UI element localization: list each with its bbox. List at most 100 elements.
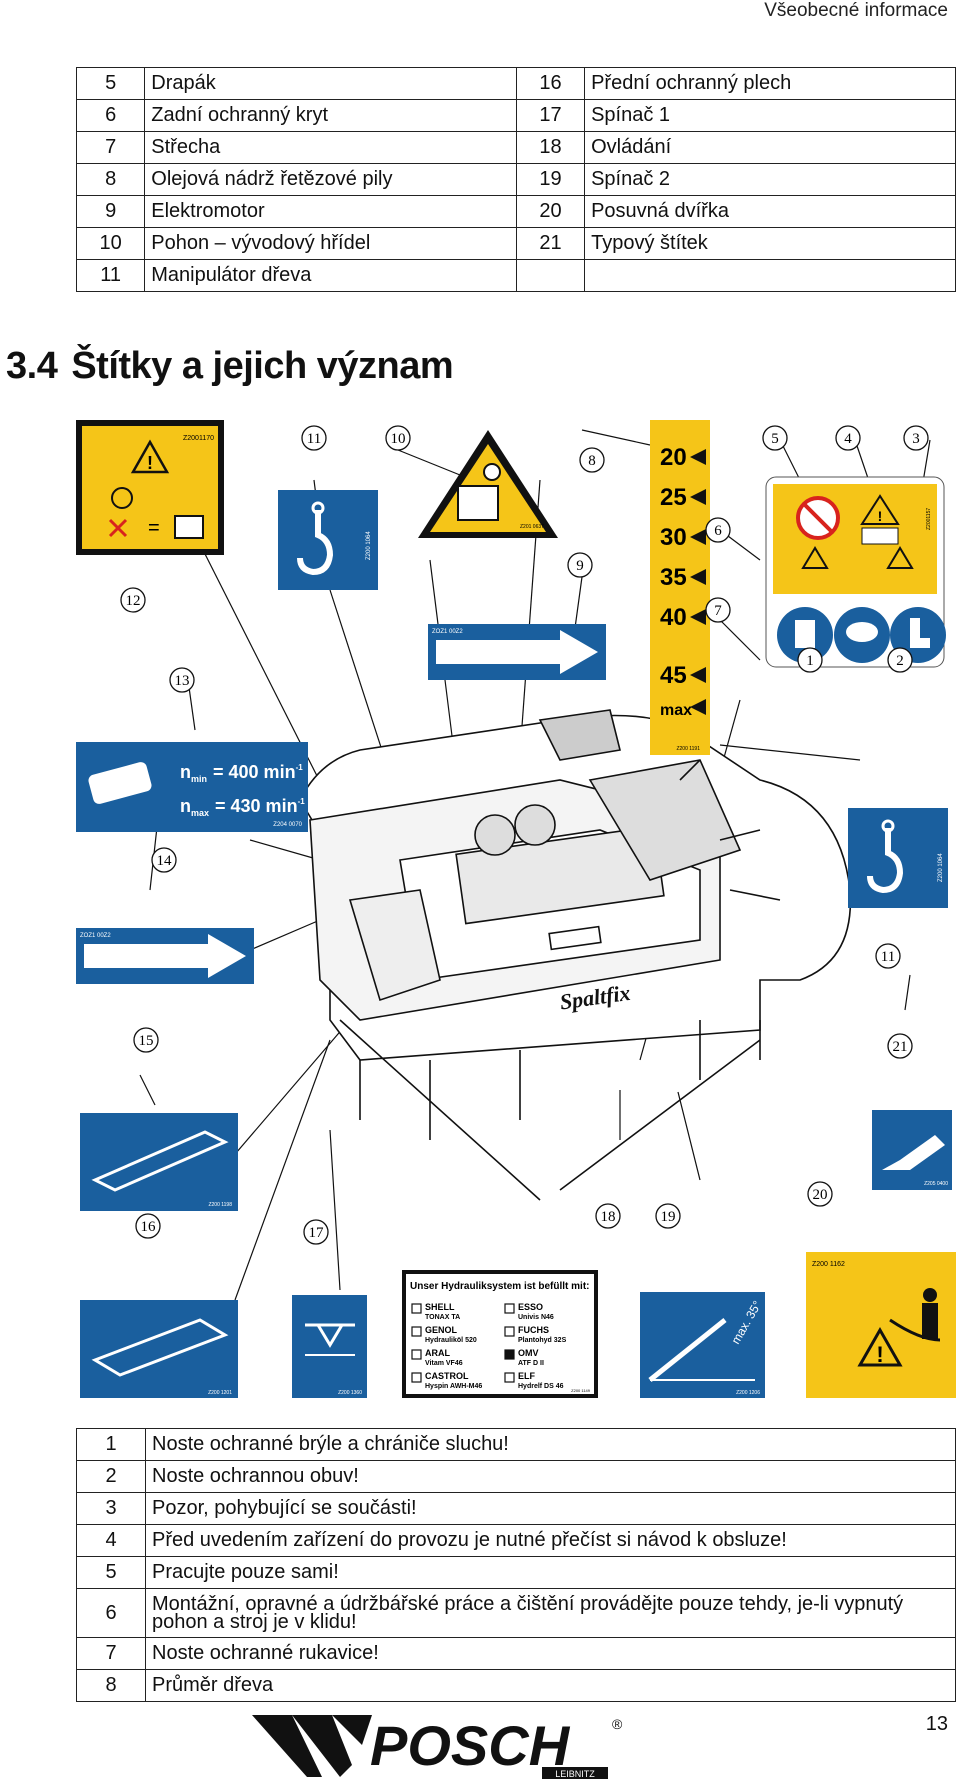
callout-number: 1 [806,653,814,669]
callout-number: 4 [844,431,852,447]
callout-circle [303,1219,329,1245]
callout-number: 16 [141,1219,157,1235]
part-number: 10 [75,227,146,260]
oil-brand: ELF [518,1371,536,1381]
part-name: Spínač 1 [584,99,956,132]
part-number: 18 [515,131,586,164]
legend-number: 7 [76,1637,146,1670]
page-number: 13 [925,1713,948,1735]
diameter-mark: 25 [660,484,687,511]
person-icon [923,1288,937,1302]
part-number: 17 [515,99,586,132]
svg-text:Z200 1360: Z200 1360 [338,1390,362,1396]
part-number: 19 [515,163,586,196]
callout-number: 21 [893,1039,908,1055]
label-16-front-guard: Z200 1201 [80,1300,238,1398]
part-name: Manipulátor dřeva [144,259,517,292]
svg-text:Z200 1149: Z200 1149 [571,1388,591,1393]
part-number: 21 [515,227,586,260]
svg-text:Z200 1162: Z200 1162 [812,1261,845,1268]
oil-brand: SHELL [425,1302,455,1312]
callout-number: 13 [175,673,190,689]
label-15-log-table: Z200 1198 [80,1113,238,1211]
svg-text:!: ! [878,508,883,524]
scale-pointer-icon [690,529,706,545]
part-number: 16 [515,67,586,100]
part-number: 9 [75,195,146,228]
svg-text:Unser Hydrauliksystem ist befü: Unser Hydrauliksystem ist befüllt mit: [410,1281,590,1292]
callout-number: 8 [588,453,596,469]
callout-number: 11 [881,949,895,965]
callout-circle [120,587,146,613]
oil-type: Hydrauliköl 520 [425,1337,477,1344]
oil-checkbox [504,1326,515,1337]
oil-checkbox [504,1372,515,1383]
label-10-crush-warning: Z201 0637 [418,430,558,538]
callout-number: 17 [309,1225,325,1241]
callout-circle [655,1203,681,1229]
legend-text: Pozor, pohybující se součásti! [145,1492,956,1525]
part-name: Drapák [144,67,517,100]
label-safety-panel: ! Z2001157 [765,476,946,668]
legend-text: Pracujte pouze sami! [145,1556,956,1589]
callout-circle [887,647,913,673]
warning-triangle-icon [130,439,170,474]
callout-circle [705,597,731,623]
callout-number: 20 [813,1187,828,1203]
label-21-grease: Z205 0400 [872,1110,952,1190]
callout-circle [705,517,731,543]
callout-circle [835,425,861,451]
diameter-mark: 40 [660,604,687,631]
posch-logo: POSCH LEIBNITZ ® [252,1715,623,1779]
callout-number: 19 [661,1209,676,1225]
oil-brand: FUCHS [518,1325,549,1335]
oil-type: Univis N46 [518,1314,554,1321]
callout-circle [385,425,411,451]
callout-number: 5 [771,431,779,447]
callout-number: 10 [391,431,406,447]
scale-pointer-icon [690,609,706,625]
diameter-mark: 45 [660,662,687,689]
part-name [584,259,956,292]
svg-text:Z200 1206: Z200 1206 [736,1390,760,1396]
oil-checkbox [504,1349,515,1360]
oil-type: Vitam VF46 [425,1360,463,1367]
diameter-mark: 35 [660,564,687,591]
part-number: 20 [515,195,586,228]
logo-sub: LEIBNITZ [555,1769,595,1779]
legend-number: 3 [76,1492,146,1525]
svg-text:Z201 0637: Z201 0637 [520,524,544,530]
part-name: Spínač 2 [584,163,956,196]
labels-figure: Spaltfix Z2001170 ! = Z200 1064 Z201 063… [76,420,956,1398]
hook-icon [297,510,334,576]
label-11-hook-right: Z200 1064 [848,808,948,908]
scale-pointer-icon [690,699,706,715]
label-20-sliding-door-warning: Z200 1162 ! [806,1252,956,1398]
oil-brand: GENOL [425,1325,458,1335]
legend-text: Noste ochranné rukavice! [145,1637,956,1670]
oil-type: ATF D II [518,1360,544,1367]
part-name: Zadní ochranný kryt [144,99,517,132]
oil-checkbox [411,1326,422,1337]
diameter-mark: max [660,702,692,719]
part-name: Střecha [144,131,517,164]
callout-circle [887,1033,913,1059]
svg-text:!: ! [876,1342,883,1367]
part-name: Posuvná dvířka [584,195,956,228]
oil-type: TONAX TA [425,1314,460,1321]
section-title-text: Štítky a jejich význam [71,345,454,387]
arrow-right-icon [84,934,246,978]
oil-checkbox [504,1303,515,1314]
label-13-rpm: nmin= 400 min-1 nmax= 430 min-1 Z204 007… [76,742,308,832]
